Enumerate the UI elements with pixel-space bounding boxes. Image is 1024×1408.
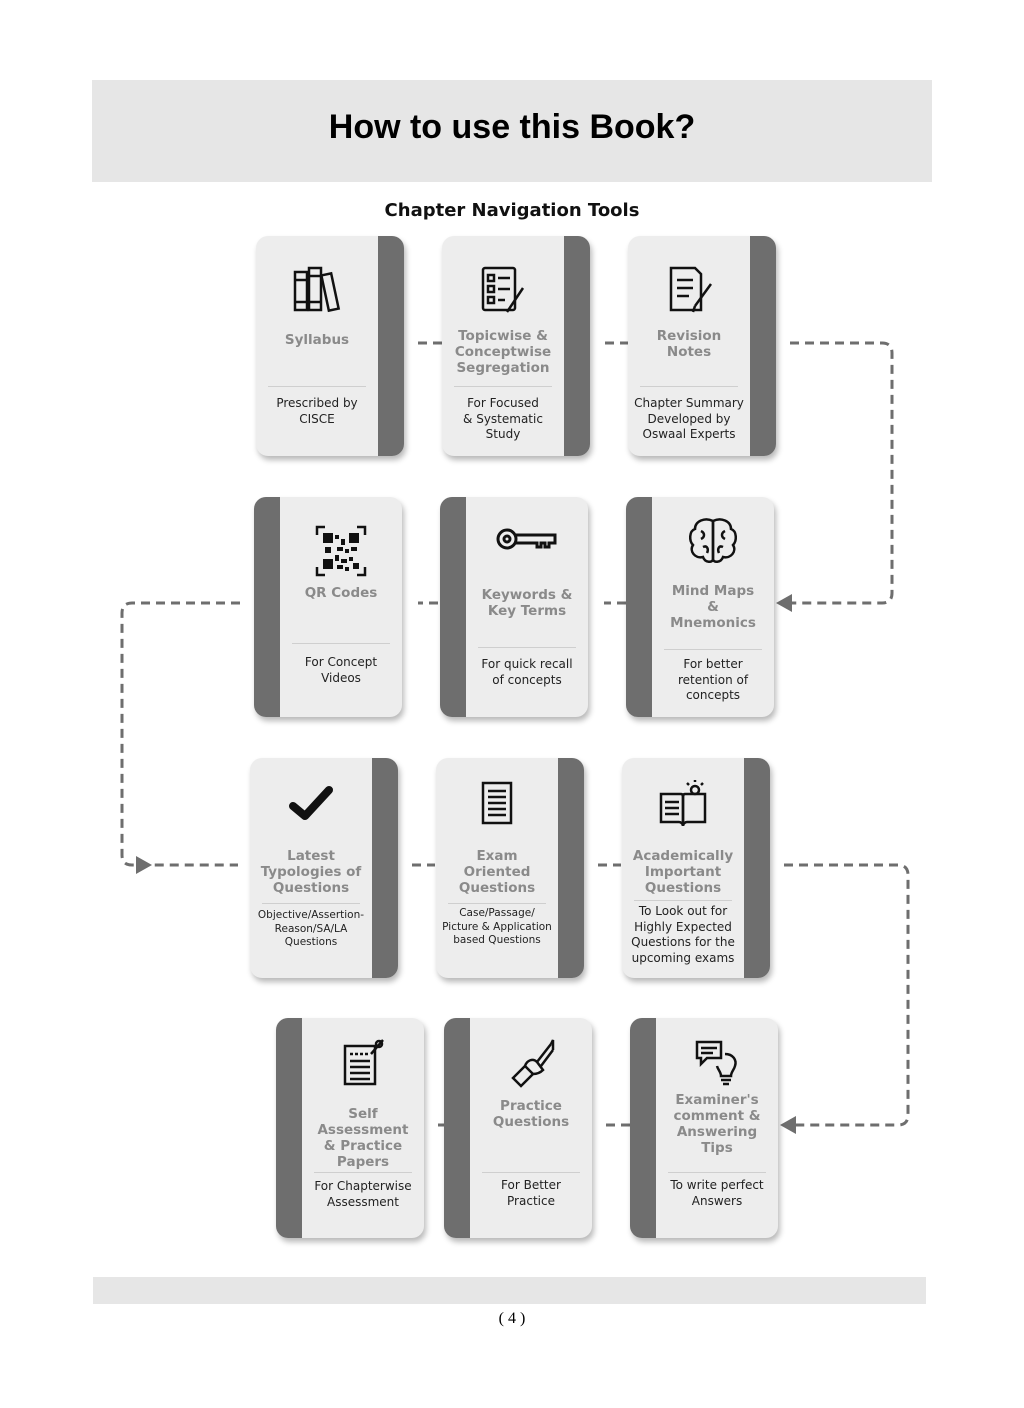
card-strip	[626, 497, 652, 717]
card-description: Chapter Summary Developed by Oswaal Expe…	[634, 396, 744, 441]
card-strip	[440, 497, 466, 717]
card-exam-oriented: Exam Oriented Questions Case/Passage/ Pi…	[436, 758, 584, 978]
card-title: Mind Maps & Mnemonics	[670, 583, 756, 631]
card-description: For quick recall of concepts	[481, 657, 573, 687]
checkmark-icon	[256, 776, 366, 832]
card-divider	[262, 903, 360, 904]
connector-9-12	[784, 863, 910, 1127]
card-syllabus: Syllabus Prescribed by CISCE	[256, 236, 404, 456]
card-revision-notes: Revision Notes Chapter Summary Developed…	[628, 236, 776, 456]
arrow-head-to-mindmaps	[776, 594, 792, 612]
card-topicwise: Topicwise & Conceptwise Segregation For …	[442, 236, 590, 456]
card-strip	[378, 236, 404, 456]
card-divider	[448, 903, 546, 904]
card-strip	[558, 758, 584, 978]
card-description: Prescribed by CISCE	[276, 396, 358, 426]
card-title: Self Assessment & Practice Papers	[317, 1106, 409, 1170]
card-divider	[478, 647, 576, 648]
qr-code-icon	[286, 523, 396, 579]
card-description: For Concept Videos	[304, 655, 378, 685]
card-description: To Look out for Highly Expected Question…	[631, 904, 735, 965]
card-divider	[454, 386, 552, 387]
card-title: Examiner's comment & Answering Tips	[673, 1092, 761, 1156]
connector-3-6	[790, 341, 894, 605]
section-title: Chapter Navigation Tools	[384, 200, 640, 221]
page-number: ( 4 )	[498, 1310, 526, 1327]
card-divider	[268, 386, 366, 387]
card-keywords: Keywords & Key Terms For quick recall of…	[440, 497, 588, 717]
card-title: Syllabus	[284, 332, 350, 348]
notepad-pen-icon	[634, 262, 744, 318]
checklist-icon	[448, 262, 558, 318]
card-description: For Better Practice	[501, 1178, 561, 1208]
card-title: Topicwise & Conceptwise Segregation	[454, 328, 552, 376]
card-strip	[444, 1018, 470, 1238]
page-title: How to use this Book?	[328, 108, 696, 146]
brain-icon	[658, 513, 768, 569]
arrow-head-to-examiner	[780, 1116, 796, 1134]
card-title: Exam Oriented Questions	[458, 848, 536, 896]
card-strip	[750, 236, 776, 456]
card-examiners-comment: Examiner's comment & Answering Tips To w…	[630, 1018, 778, 1238]
card-description: To write perfect Answers	[670, 1178, 764, 1208]
card-strip	[564, 236, 590, 456]
card-strip	[630, 1018, 656, 1238]
card-strip	[372, 758, 398, 978]
card-description: For Focused & Systematic Study	[463, 396, 543, 441]
card-divider	[668, 1172, 766, 1173]
header-band: How to use this Book?	[92, 80, 932, 182]
card-description: Objective/Assertion- Reason/SA/LA Questi…	[257, 909, 365, 948]
card-practice-questions: Practice Questions For Better Practice	[444, 1018, 592, 1238]
card-academically-important: Academically Important Questions To Look…	[622, 758, 770, 978]
card-divider	[634, 900, 732, 901]
card-title: Academically Important Questions	[632, 848, 734, 896]
card-self-assessment: Self Assessment & Practice Papers For Ch…	[276, 1018, 424, 1238]
card-title: Practice Questions	[492, 1098, 570, 1130]
clipboard-pen-icon	[308, 1036, 418, 1092]
card-strip	[744, 758, 770, 978]
card-description: For Chapterwise Assessment	[314, 1179, 412, 1209]
key-icon	[472, 511, 582, 567]
card-strip	[254, 497, 280, 717]
card-divider	[482, 1172, 580, 1173]
card-divider	[292, 643, 390, 644]
document-icon	[442, 776, 552, 832]
card-title: QR Codes	[304, 585, 378, 601]
card-divider	[664, 649, 762, 650]
footer-band	[93, 1277, 926, 1304]
card-title: Keywords & Key Terms	[481, 587, 573, 619]
card-description: Case/Passage/ Picture & Application base…	[442, 907, 552, 946]
arrow-head-to-typologies	[136, 856, 152, 874]
open-book-icon	[628, 778, 738, 834]
card-latest-typologies: Latest Typologies of Questions Objective…	[250, 758, 398, 978]
books-icon	[262, 262, 372, 318]
card-divider	[314, 1172, 412, 1173]
bulb-speech-icon	[662, 1034, 772, 1090]
card-divider	[640, 386, 738, 387]
card-description: For better retention of concepts	[677, 657, 749, 702]
card-title: Revision Notes	[656, 328, 722, 360]
card-strip	[276, 1018, 302, 1238]
card-mind-maps: Mind Maps & Mnemonics For better retenti…	[626, 497, 774, 717]
hand-pen-icon	[476, 1034, 586, 1090]
card-qr-codes: QR Codes For Concept Videos	[254, 497, 402, 717]
card-title: Latest Typologies of Questions	[260, 848, 362, 896]
connector-4-7	[120, 601, 240, 867]
